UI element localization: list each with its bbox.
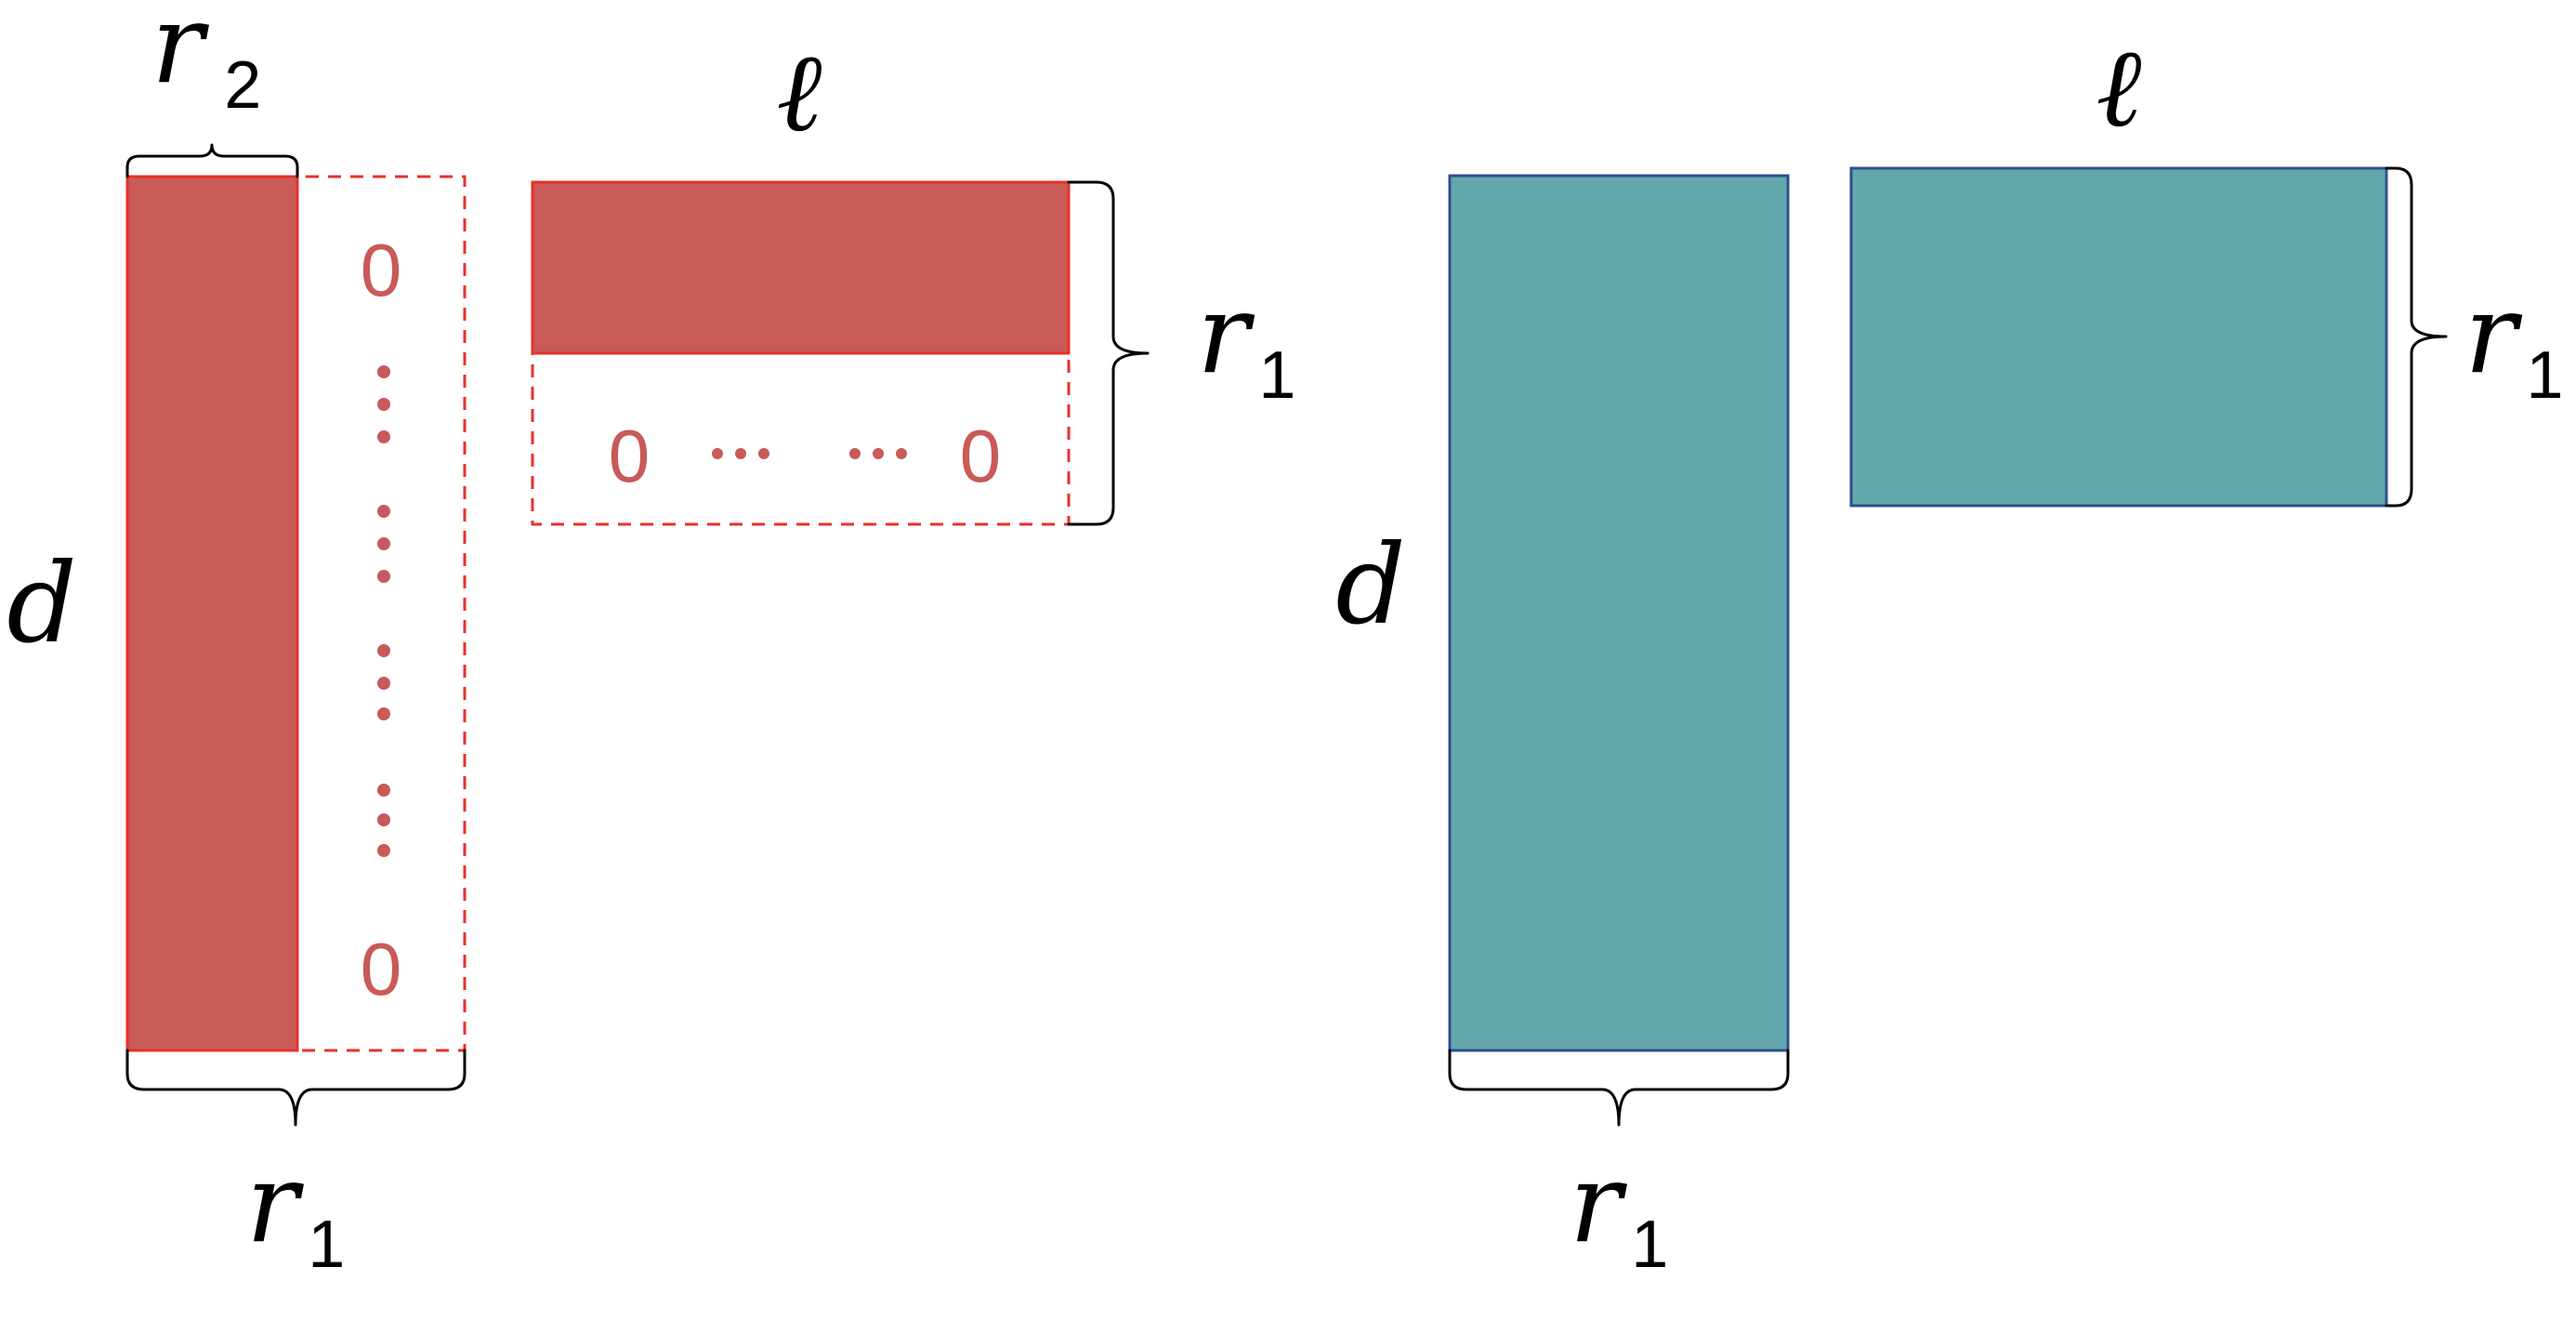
vertical-ellipsis-dots (377, 365, 390, 857)
r1-bottom-brace-right (1448, 1049, 1790, 1127)
r1-right-brace-left (1067, 180, 1150, 526)
left-d-label: d (7, 539, 77, 667)
column-zero-bottom: 0 (361, 928, 402, 1010)
column-zero-top: 0 (361, 229, 402, 311)
r1-bottom-brace-left (125, 1049, 467, 1127)
r2-brace (125, 143, 299, 178)
right-tall-matrix (1448, 174, 1790, 1052)
left-tall-matrix-filled (125, 175, 299, 1052)
row-zero-left: 0 (609, 415, 651, 497)
right-wide-matrix (1849, 166, 2388, 508)
left-l-label: ℓ (776, 28, 821, 156)
row-zero-right: 0 (960, 415, 1002, 497)
horizontal-ellipsis-dots (712, 448, 907, 459)
right-d-label: d (1335, 521, 1406, 649)
left-wide-matrix-filled (531, 180, 1071, 355)
right-l-label: ℓ (2096, 23, 2141, 152)
r1-right-brace-right (2385, 166, 2448, 508)
